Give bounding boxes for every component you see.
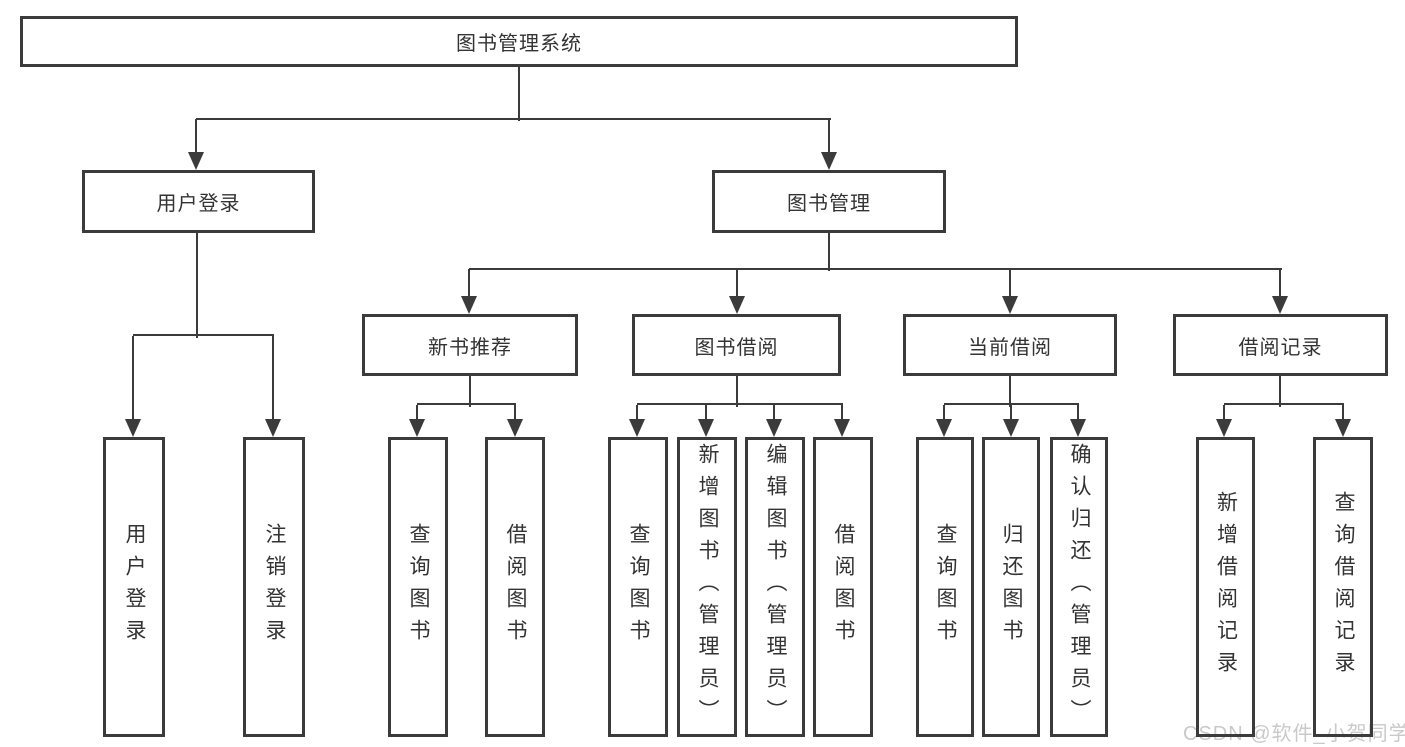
leaf-query-borrow-record: 查询借阅记录	[1313, 437, 1373, 737]
connector-line-vertical	[514, 405, 516, 421]
leaf-query-books-3-label: 查询图书	[934, 523, 957, 651]
connector-line-horizontal	[944, 403, 1079, 405]
connector-line-vertical	[636, 405, 638, 421]
leaf-user-login-label: 用户登录	[123, 523, 146, 651]
arrowhead-down	[188, 152, 204, 170]
arrowhead-down	[629, 419, 645, 437]
connector-line-vertical	[468, 269, 470, 298]
connector-line-vertical	[196, 233, 198, 338]
node-book-borrowing-label: 图书借阅	[694, 336, 779, 359]
connector-line-vertical	[132, 336, 134, 421]
node-current-borrowing-label: 当前借阅	[968, 336, 1052, 359]
leaf-edit-books-admin-label: 编辑图书（管理员）	[764, 443, 787, 731]
connector-line-vertical	[828, 233, 830, 271]
node-borrowing-records-label: 借阅记录	[1238, 336, 1323, 359]
node-root: 图书管理系统	[20, 16, 1018, 67]
leaf-logout-label: 注销登录	[263, 523, 286, 651]
connector-line-vertical	[1010, 405, 1012, 421]
leaf-logout: 注销登录	[243, 437, 305, 737]
node-root-label: 图书管理系统	[456, 33, 582, 55]
connector-line-vertical	[1279, 376, 1281, 407]
arrowhead-down	[125, 419, 141, 437]
connector-line-vertical	[416, 405, 418, 421]
arrowhead-down	[265, 419, 281, 437]
arrowhead-down	[1070, 419, 1086, 437]
arrowhead-down	[409, 419, 425, 437]
arrowhead-down	[461, 296, 477, 314]
node-user-login: 用户登录	[82, 170, 315, 233]
node-book-management-label: 图书管理	[787, 193, 871, 215]
connector-line-horizontal	[1224, 403, 1344, 405]
leaf-return-books: 归还图书	[982, 437, 1040, 737]
connector-line-vertical	[943, 405, 945, 421]
node-new-book-recommend-label: 新书推荐	[428, 336, 512, 359]
arrowhead-down	[1003, 419, 1019, 437]
node-book-management: 图书管理	[712, 170, 946, 233]
leaf-query-books-2: 查询图书	[608, 437, 668, 737]
connector-line-horizontal	[196, 118, 831, 120]
connector-line-horizontal	[133, 334, 274, 336]
connector-line-vertical	[705, 405, 707, 421]
arrowhead-down	[834, 419, 850, 437]
leaf-borrow-books-2-label: 借阅图书	[832, 523, 855, 651]
connector-line-vertical	[272, 336, 274, 421]
connector-line-horizontal	[469, 268, 1282, 270]
connector-line-vertical	[1342, 405, 1344, 421]
connector-line-vertical	[1009, 269, 1011, 298]
connector-line-vertical	[195, 119, 197, 154]
leaf-query-books-1: 查询图书	[388, 437, 448, 737]
leaf-add-books-admin: 新增图书（管理员）	[677, 437, 737, 737]
arrowhead-down	[698, 419, 714, 437]
connector-line-vertical	[736, 269, 738, 298]
leaf-return-books-label: 归还图书	[1000, 523, 1023, 651]
arrowhead-down	[1216, 419, 1232, 437]
connector-line-vertical	[1223, 405, 1225, 421]
arrowhead-down	[766, 419, 782, 437]
node-new-book-recommend: 新书推荐	[362, 314, 578, 376]
connector-line-vertical	[1279, 269, 1281, 298]
arrowhead-down	[1002, 296, 1018, 314]
node-book-borrowing: 图书借阅	[632, 314, 841, 376]
connector-line-vertical	[841, 405, 843, 421]
leaf-edit-books-admin: 编辑图书（管理员）	[745, 437, 805, 737]
leaf-confirm-return-admin: 确认归还（管理员）	[1050, 437, 1108, 737]
arrowhead-down	[936, 419, 952, 437]
leaf-confirm-return-admin-label: 确认归还（管理员）	[1068, 443, 1091, 731]
connector-line-horizontal	[417, 403, 516, 405]
leaf-add-borrow-record-label: 新增借阅记录	[1214, 491, 1238, 683]
leaf-add-books-admin-label: 新增图书（管理员）	[696, 443, 719, 731]
connector-line-vertical	[1077, 405, 1079, 421]
node-user-login-label: 用户登录	[156, 193, 241, 215]
connector-line-vertical	[518, 67, 520, 121]
arrowhead-down	[1272, 296, 1288, 314]
arrowhead-down	[1335, 419, 1351, 437]
connector-line-vertical	[469, 376, 471, 407]
arrowhead-down	[729, 296, 745, 314]
connector-line-vertical	[736, 376, 738, 407]
leaf-query-books-1-label: 查询图书	[407, 523, 430, 651]
csdn-watermark: CSDN @软件_小贺同学	[1183, 723, 1405, 745]
connector-line-vertical	[828, 119, 830, 154]
leaf-user-login: 用户登录	[103, 437, 165, 737]
leaf-query-borrow-record-label: 查询借阅记录	[1332, 491, 1355, 683]
node-borrowing-records: 借阅记录	[1173, 314, 1388, 376]
connector-line-vertical	[1009, 376, 1011, 407]
leaf-borrow-books-1-label: 借阅图书	[504, 523, 527, 651]
node-current-borrowing: 当前借阅	[903, 314, 1117, 376]
leaf-query-books-2-label: 查询图书	[627, 523, 650, 651]
connector-line-vertical	[773, 405, 775, 421]
leaf-borrow-books-2: 借阅图书	[813, 437, 873, 737]
leaf-add-borrow-record: 新增借阅记录	[1196, 437, 1255, 737]
arrowhead-down	[507, 419, 523, 437]
leaf-borrow-books-1: 借阅图书	[485, 437, 545, 737]
connector-line-horizontal	[637, 403, 843, 405]
leaf-query-books-3: 查询图书	[916, 437, 974, 737]
arrowhead-down	[821, 152, 837, 170]
